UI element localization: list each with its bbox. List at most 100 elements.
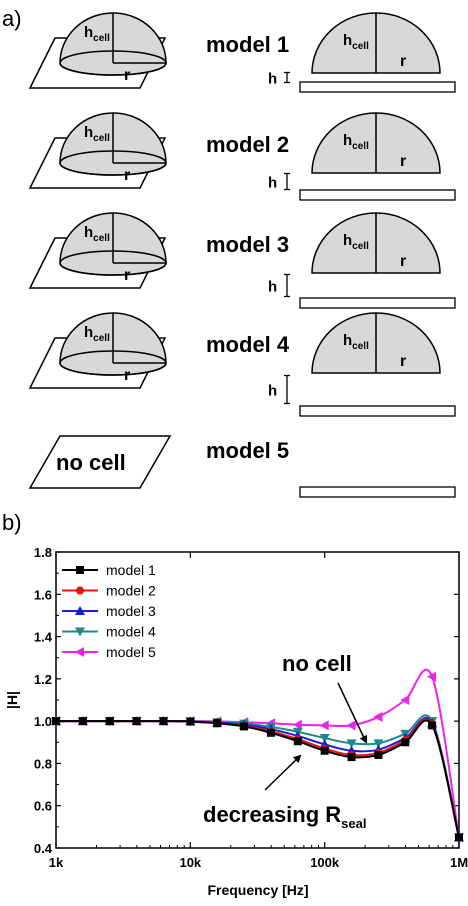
data-point xyxy=(78,717,87,726)
legend-entry: model 2 xyxy=(62,583,156,599)
data-point xyxy=(428,721,437,730)
legend-entry: model 1 xyxy=(62,562,156,578)
y-tick-label: 0.4 xyxy=(34,841,53,856)
hcell-symbol: h xyxy=(343,132,352,149)
r-label: r xyxy=(124,267,130,284)
hcell-subscript: cell xyxy=(93,33,110,44)
hcell-symbol: h xyxy=(343,32,352,49)
legend-label: model 3 xyxy=(106,603,156,619)
hcell-subscript: cell xyxy=(352,341,369,352)
legend-marker xyxy=(75,627,85,637)
legend-entry: model 5 xyxy=(62,644,156,660)
electrode xyxy=(299,486,456,498)
r-label: r xyxy=(400,153,406,170)
annotation-decreasing-subscript: seal xyxy=(341,816,366,831)
data-point xyxy=(319,720,329,731)
hcell-subscript: cell xyxy=(352,41,369,52)
data-point xyxy=(373,739,384,749)
annotation-no-cell-arrow xyxy=(337,682,368,744)
hcell-symbol: h xyxy=(84,224,93,241)
r-label: r xyxy=(124,167,130,184)
y-tick-label: 0.8 xyxy=(34,756,52,771)
no-cell-label: no cell xyxy=(56,450,126,475)
electrode xyxy=(299,81,456,93)
r-label: r xyxy=(400,253,406,270)
legend-label: model 2 xyxy=(106,583,156,599)
data-point xyxy=(400,695,410,705)
data-point xyxy=(292,719,302,730)
series-line xyxy=(56,719,460,838)
data-point xyxy=(373,711,383,722)
hcell-label: hcell xyxy=(343,132,369,152)
legend-entry: model 3 xyxy=(62,603,156,619)
x-axis-label: Frequency [Hz] xyxy=(207,882,308,898)
annotation-no-cell: no cell xyxy=(282,651,352,676)
hcell-label: hcell xyxy=(84,124,110,144)
hcell-symbol: h xyxy=(84,24,93,41)
y-tick-label: 0.6 xyxy=(34,799,52,814)
legend-marker xyxy=(75,606,85,615)
model-label: model 5 xyxy=(206,438,289,463)
legend: model 1 model 2 model 3 model 4 model 5 xyxy=(62,562,156,660)
legend-entry: model 4 xyxy=(62,624,156,640)
data-point xyxy=(374,750,383,759)
hcell-symbol: h xyxy=(84,124,93,141)
data-point xyxy=(455,833,463,842)
substrate-plane xyxy=(28,435,172,489)
hcell-subscript: cell xyxy=(93,233,110,244)
data-point xyxy=(319,734,330,744)
hcell-label: hcell xyxy=(343,32,369,52)
hcell-label: hcell xyxy=(84,224,110,244)
hcell-label: hcell xyxy=(343,232,369,252)
plot-area xyxy=(55,551,460,849)
y-tick-label: 1.2 xyxy=(34,672,52,687)
x-tick-label: 100k xyxy=(310,855,340,870)
series-group xyxy=(51,668,464,843)
data-point xyxy=(266,728,275,737)
electrode xyxy=(299,297,456,309)
y-tick-label: 1.4 xyxy=(34,630,53,645)
data-point xyxy=(159,717,168,726)
annotation-decreasing-text: decreasing R xyxy=(203,802,341,827)
data-point xyxy=(132,717,141,726)
data-point xyxy=(105,717,114,726)
hcell-symbol: h xyxy=(343,332,352,349)
legend-label: model 5 xyxy=(106,644,156,660)
legend-marker xyxy=(76,566,84,574)
data-point xyxy=(346,720,356,731)
x-tick-label: 1k xyxy=(49,855,64,870)
data-point xyxy=(401,738,410,747)
r-label: r xyxy=(400,353,406,370)
data-point xyxy=(186,717,195,726)
model-label: model 1 xyxy=(206,32,289,57)
annotation-decreasing-arrow xyxy=(264,754,302,791)
h-label: h xyxy=(268,279,277,296)
model-label: model 4 xyxy=(206,332,290,357)
h-label: h xyxy=(268,71,277,88)
legend-marker xyxy=(75,647,84,657)
y-axis-label: |H| xyxy=(4,691,20,709)
data-point xyxy=(347,753,356,762)
model-5-row: no cell model 5 xyxy=(28,435,456,498)
data-point xyxy=(240,722,249,731)
hcell-label: hcell xyxy=(84,24,110,44)
hcell-symbol: h xyxy=(84,324,93,341)
model-label: model 3 xyxy=(206,232,289,257)
data-point xyxy=(346,739,357,749)
r-label: r xyxy=(400,53,406,70)
hcell-subscript: cell xyxy=(352,241,369,252)
data-point xyxy=(293,737,302,746)
legend-label: model 1 xyxy=(106,562,156,578)
panel-b-label: b) xyxy=(2,510,22,535)
electrode xyxy=(299,405,456,417)
series-model-1 xyxy=(52,717,463,842)
data-point xyxy=(427,671,437,682)
r-label: r xyxy=(124,367,130,384)
electrode xyxy=(299,189,456,201)
h-label: h xyxy=(268,383,277,400)
